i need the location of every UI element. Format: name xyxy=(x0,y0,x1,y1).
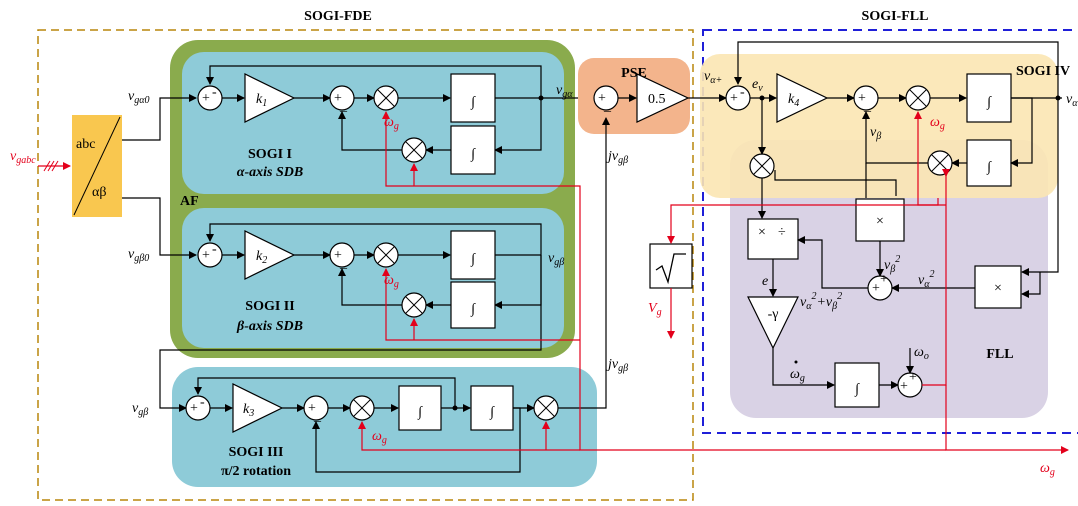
svg-text:×: × xyxy=(758,225,766,240)
fll-title: FLL xyxy=(986,347,1013,362)
fll-region xyxy=(730,140,1048,418)
sogi3-name: SOGI III xyxy=(229,445,284,460)
omega-output-label: ωg xyxy=(1040,461,1055,478)
k2-gain xyxy=(244,230,296,280)
svg-text:+: + xyxy=(202,248,210,263)
sogi1-sub: α-axis SDB xyxy=(237,165,303,180)
svg-text:+: + xyxy=(598,91,606,106)
e-label: e xyxy=(762,274,768,289)
af-title: AF xyxy=(180,194,199,209)
svg-text:∫: ∫ xyxy=(470,95,476,110)
sogi2-name: SOGI II xyxy=(245,299,294,314)
svg-text:+: + xyxy=(909,370,917,385)
svg-text:×: × xyxy=(876,214,884,229)
vgb-prime-label-2: vgβ xyxy=(132,401,148,418)
svg-text:∫: ∫ xyxy=(417,405,423,420)
svg-text:_: _ xyxy=(863,99,872,114)
vga0-label: vgα0 xyxy=(128,89,149,106)
divider-block xyxy=(747,218,799,260)
fll-integrator xyxy=(834,362,880,408)
sogi1-integrator-2 xyxy=(450,125,496,175)
vb-label: vβ xyxy=(870,125,881,142)
jvgb-label-2: jvgβ xyxy=(606,357,628,374)
va-out-label: vα xyxy=(1066,92,1078,109)
omega-sogi2: ωg xyxy=(384,273,399,290)
svg-text:+: + xyxy=(202,91,210,106)
sogi-fde-border xyxy=(37,29,694,501)
sogi3-integrator-1 xyxy=(398,385,442,431)
sogi4-name: SOGI IV xyxy=(1016,64,1070,79)
vgabc-label: vgabc xyxy=(10,149,36,166)
vgb0-label: vgβ0 xyxy=(128,247,149,264)
gamma-label: -γ xyxy=(768,307,779,322)
vgb-prime-label-1: vgβ xyxy=(548,251,564,268)
svg-text:∫: ∫ xyxy=(986,95,992,110)
svg-text:∫: ∫ xyxy=(470,302,476,317)
svg-text:-: - xyxy=(200,395,205,410)
svg-text:×: × xyxy=(994,281,1002,296)
svg-text:∫: ∫ xyxy=(489,405,495,420)
abc-label: abc xyxy=(76,137,95,152)
sum-sq-label: vα2+vβ2 xyxy=(800,291,842,312)
omega-sogi4: ωg xyxy=(930,115,945,132)
svg-text:∫: ∫ xyxy=(470,252,476,267)
ab-label: αβ xyxy=(92,185,106,200)
k3-label: k3 xyxy=(243,402,254,419)
sogi-fde-title: SOGI-FDE xyxy=(304,9,372,24)
svg-text:-: - xyxy=(740,85,745,100)
svg-text:+: + xyxy=(308,401,316,416)
svg-text:+: + xyxy=(880,272,888,287)
vg-label: Vg xyxy=(648,301,662,318)
svg-text:+: + xyxy=(730,91,738,106)
svg-text:+: + xyxy=(858,91,866,106)
ev-label: ev xyxy=(752,77,763,94)
svg-text:+: + xyxy=(900,379,908,394)
pse-gain xyxy=(636,73,690,123)
k2-label: k2 xyxy=(256,249,267,266)
k1-label: k1 xyxy=(256,92,267,109)
sogi3-sub: π/2 rotation xyxy=(221,464,291,479)
sogi2-sub: β-axis SDB xyxy=(236,319,303,334)
k4-gain xyxy=(776,73,829,123)
svg-text:+: + xyxy=(872,281,880,296)
svg-text:+: + xyxy=(190,401,198,416)
svg-text:-: - xyxy=(212,85,217,100)
k3-gain xyxy=(232,383,284,433)
omega-o-label: ωo xyxy=(914,345,929,362)
svg-text:_: _ xyxy=(603,99,612,114)
fll-square-alpha xyxy=(974,265,1022,309)
omega-sogi1: ωg xyxy=(384,115,399,132)
sogi2-integrator-2 xyxy=(450,281,496,329)
svg-text:+: + xyxy=(334,91,342,106)
svg-text:∫: ∫ xyxy=(470,147,476,162)
gamma-gain xyxy=(747,296,799,350)
sogi2-integrator-1 xyxy=(450,230,496,280)
svg-text:÷: ÷ xyxy=(778,225,786,240)
sogi1-integrator-1 xyxy=(450,73,496,123)
svg-text:_: _ xyxy=(339,99,348,114)
sogi1-name: SOGI I xyxy=(248,147,292,162)
sogi-fll-title: SOGI-FLL xyxy=(862,9,929,24)
svg-text:∫: ∫ xyxy=(854,382,860,397)
svg-text:-: - xyxy=(212,242,217,257)
jvgb-label-1: jvgβ xyxy=(606,149,628,166)
svg-text:+: + xyxy=(334,248,342,263)
vga-label: vgα xyxy=(556,83,573,100)
sogi3-integrator-2 xyxy=(470,385,514,431)
vb2-label: vβ2 xyxy=(884,254,900,275)
sogi4-integrator-1 xyxy=(966,73,1012,123)
va2-label: vα2 xyxy=(918,269,934,290)
svg-text:∫: ∫ xyxy=(986,160,992,175)
svg-text:_: _ xyxy=(313,409,322,424)
k1-gain xyxy=(244,73,296,123)
k4-label: k4 xyxy=(788,92,799,109)
pse-gain-label: 0.5 xyxy=(648,92,666,107)
omega-sogi3: ωg xyxy=(372,429,387,446)
va-plus-label: vα+ xyxy=(704,69,722,86)
omega-dot-label: ωg xyxy=(790,367,805,384)
svg-text:_: _ xyxy=(339,256,348,271)
